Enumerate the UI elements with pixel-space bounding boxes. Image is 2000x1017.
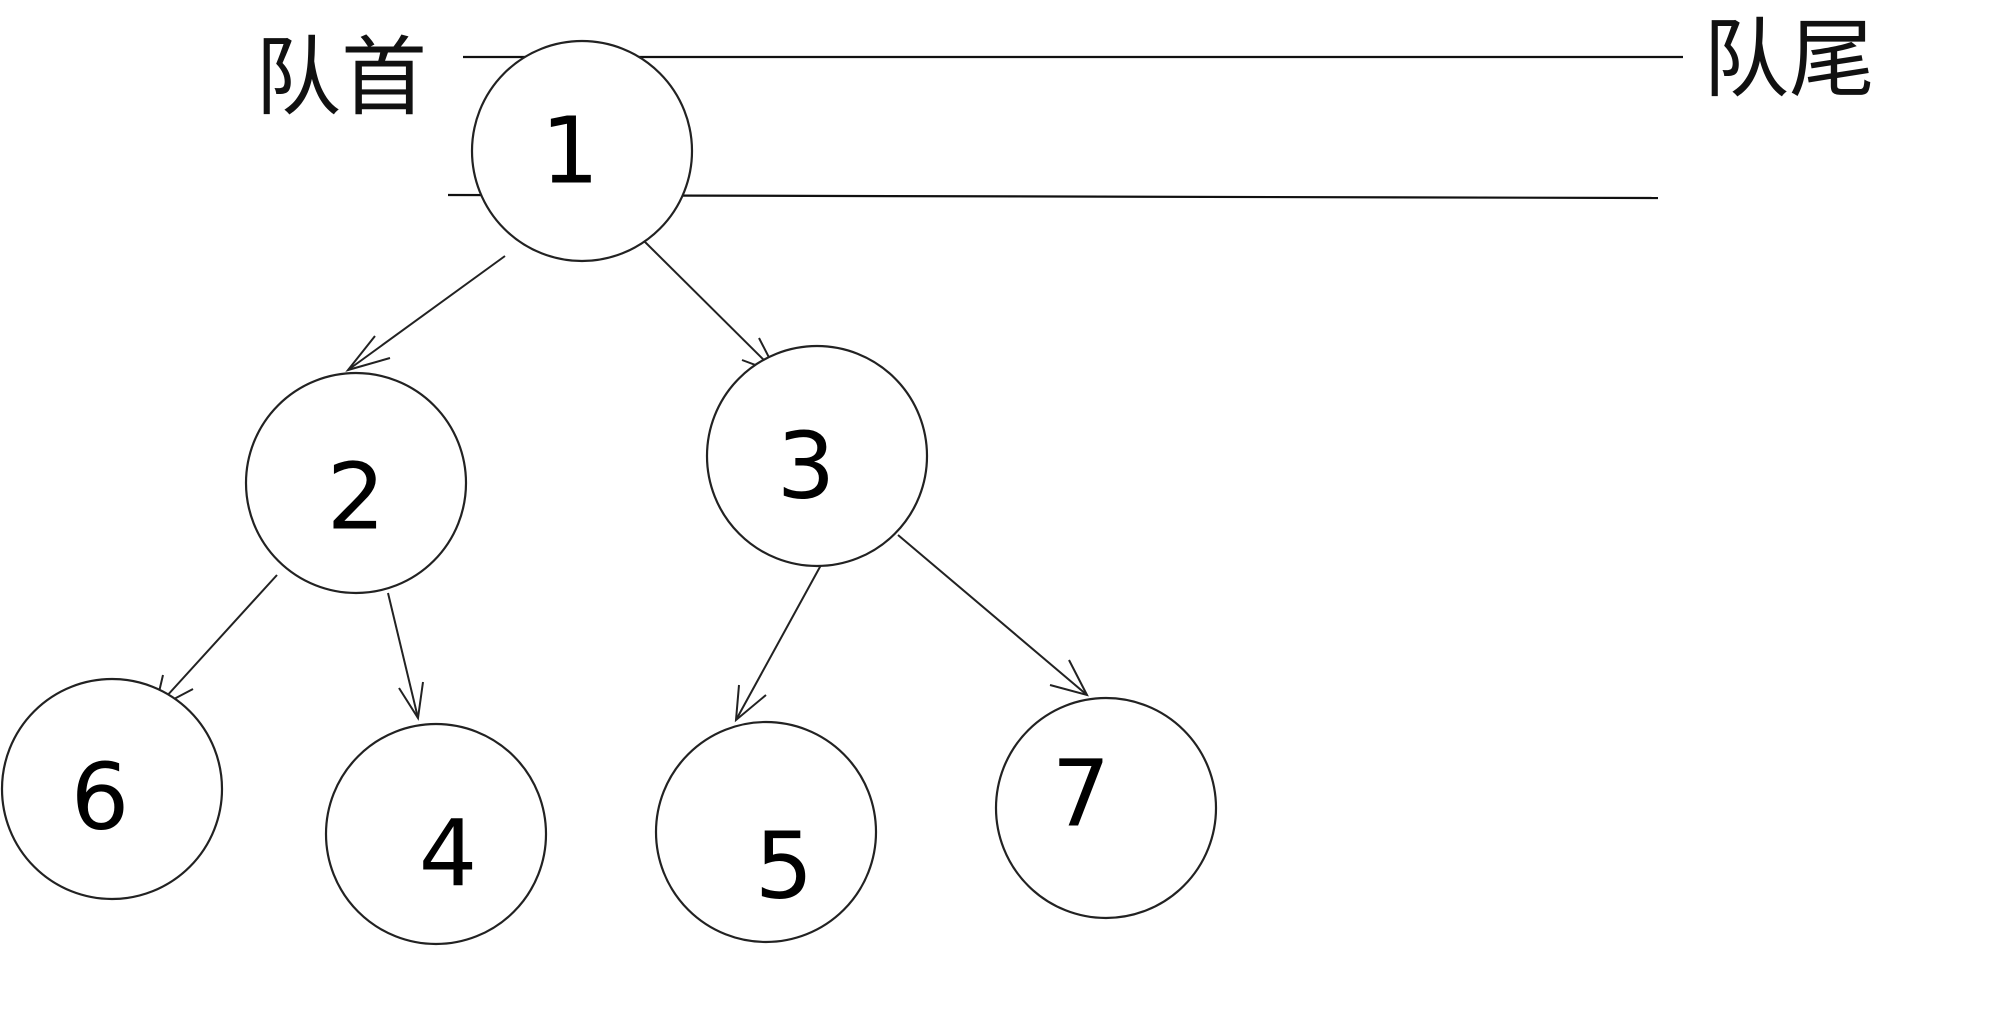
node-5-circle	[654, 720, 878, 944]
node-4-circle	[324, 722, 548, 946]
tree-node-3: 3	[705, 344, 929, 568]
edge-2-4	[387, 592, 419, 719]
edge-3-5	[735, 564, 822, 721]
edge-3-7-arrowhead	[1049, 659, 1089, 697]
tree-node-7: 7	[994, 696, 1218, 920]
edge-3-5-arrowhead	[734, 684, 767, 723]
edge-1-2	[347, 255, 506, 371]
node-1-circle	[470, 39, 694, 263]
node-1-label: 1	[541, 98, 600, 205]
node-7-circle	[994, 696, 1218, 920]
tree-node-5: 5	[654, 720, 878, 944]
node-6-label: 6	[71, 744, 130, 851]
tree-node-1: 1	[470, 39, 694, 263]
tree-node-6: 6	[0, 677, 224, 901]
edge-1-3	[639, 236, 778, 374]
edge-1-2-arrowhead	[345, 335, 391, 372]
node-6-circle	[0, 677, 224, 901]
node-3-circle	[705, 344, 929, 568]
node-7-label: 7	[1052, 741, 1111, 848]
node-2-circle	[244, 371, 468, 595]
node-4-label: 4	[419, 801, 478, 908]
edge-2-4-arrowhead	[398, 681, 424, 721]
tree-node-4: 4	[324, 722, 548, 946]
queue-rear-label: 队尾	[1703, 10, 1875, 110]
node-2-label: 2	[327, 444, 386, 551]
edge-3-7	[897, 534, 1088, 696]
node-3-label: 3	[777, 413, 836, 520]
edge-2-6	[154, 574, 278, 710]
tree-node-2: 2	[244, 371, 468, 595]
queue-front-label: 队首	[255, 28, 427, 128]
node-5-label: 5	[755, 813, 814, 920]
edges	[153, 236, 1089, 723]
